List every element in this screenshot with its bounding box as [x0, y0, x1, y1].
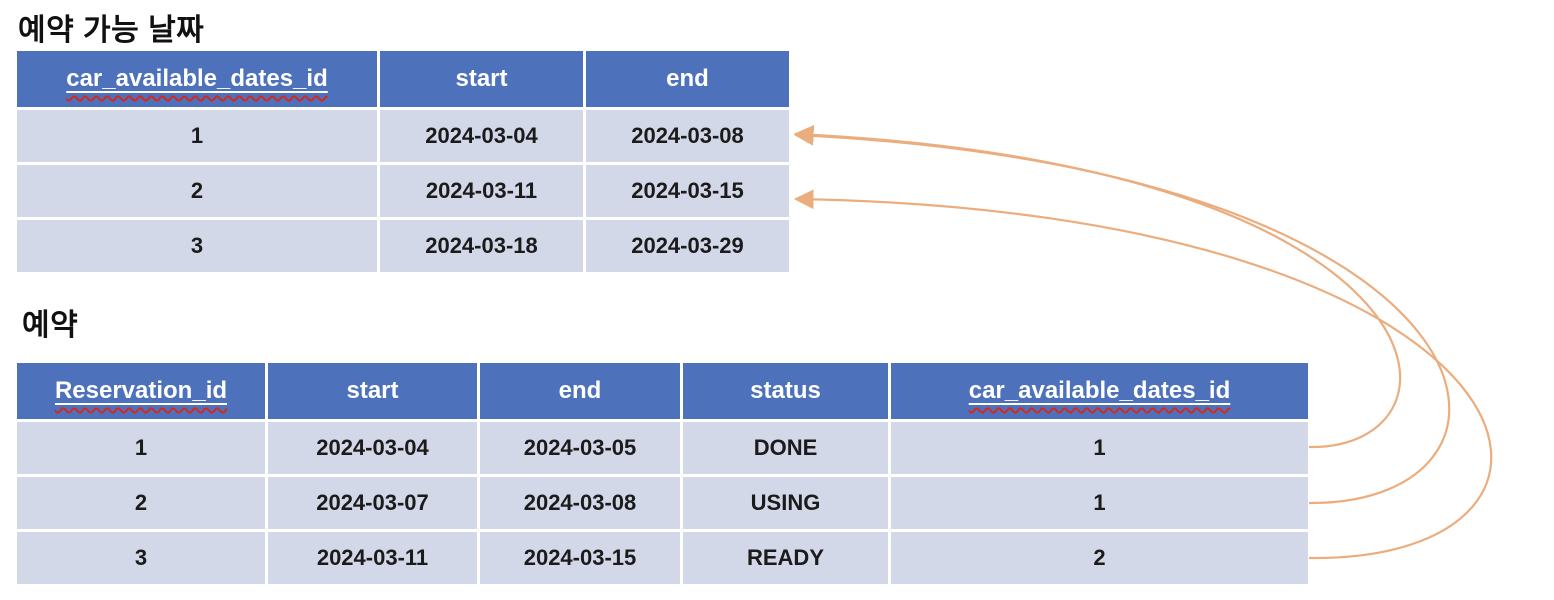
- table-cell: 1: [891, 422, 1308, 474]
- spellcheck-squiggle: Reservation_id: [55, 377, 227, 405]
- table-cell: 2024-03-29: [586, 220, 789, 272]
- column-header-start: start: [380, 51, 583, 107]
- table-cell: 2024-03-04: [268, 422, 477, 474]
- available-table-title: 예약 가능 날짜: [18, 14, 205, 47]
- column-header-reservation-id: Reservation_id: [17, 363, 265, 419]
- table-cell: 2: [17, 165, 377, 217]
- column-header-label: Reservation_id: [54, 377, 228, 404]
- table-cell: 2024-03-08: [586, 110, 789, 162]
- column-header-end: end: [586, 51, 789, 107]
- column-header-start: start: [268, 363, 477, 419]
- table-cell: 2: [17, 477, 265, 529]
- reservation-table: Reservation_id start end status car_avai…: [17, 363, 1308, 584]
- table-cell: 2024-03-11: [380, 165, 583, 217]
- table-cell: 1: [891, 477, 1308, 529]
- table-cell: 2024-03-05: [480, 422, 680, 474]
- reservation-table-title: 예약: [22, 309, 79, 342]
- table-cell: 2024-03-08: [480, 477, 680, 529]
- column-header-status: status: [683, 363, 888, 419]
- column-header-label: car_available_dates_id: [66, 65, 328, 92]
- table-cell: 2: [891, 532, 1308, 584]
- table-cell: 1: [17, 110, 377, 162]
- column-header-car-available-dates-id: car_available_dates_id: [891, 363, 1308, 419]
- table-cell: 2024-03-07: [268, 477, 477, 529]
- table-cell: 2024-03-18: [380, 220, 583, 272]
- spellcheck-squiggle: car_available_dates_id: [66, 65, 328, 93]
- table-cell: 3: [17, 220, 377, 272]
- table-cell: 3: [17, 532, 265, 584]
- spellcheck-squiggle: car_available_dates_id: [969, 377, 1231, 405]
- column-header-label: car_available_dates_id: [968, 377, 1231, 404]
- table-cell: 1: [17, 422, 265, 474]
- table-cell: 2024-03-04: [380, 110, 583, 162]
- column-header-end: end: [480, 363, 680, 419]
- table-cell: READY: [683, 532, 888, 584]
- table-cell: USING: [683, 477, 888, 529]
- available-table: car_available_dates_id start end 1 2024-…: [17, 51, 789, 272]
- table-cell: 2024-03-15: [586, 165, 789, 217]
- column-header-car-available-dates-id: car_available_dates_id: [17, 51, 377, 107]
- table-cell: 2024-03-11: [268, 532, 477, 584]
- table-cell: 2024-03-15: [480, 532, 680, 584]
- table-cell: DONE: [683, 422, 888, 474]
